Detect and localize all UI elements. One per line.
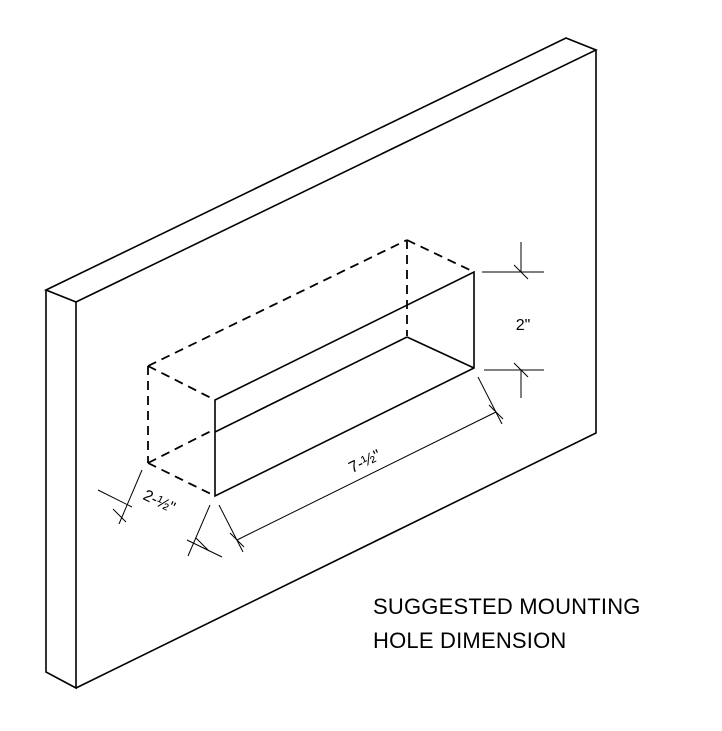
depth-label: 2-½" — [140, 487, 177, 517]
hole-visible-edges — [214, 270, 475, 498]
caption-line-2: HOLE DIMENSION — [373, 628, 567, 653]
wall-side-face — [45, 290, 77, 690]
height-label: 2" — [516, 317, 531, 334]
length-label: 7-½" — [346, 447, 383, 477]
hole-front-face — [214, 270, 475, 498]
wall-top-face — [44, 37, 598, 303]
caption-line-1: SUGGESTED MOUNTING — [373, 594, 641, 619]
length-dimension — [218, 376, 504, 553]
hole-hidden-edges — [147, 239, 475, 497]
caption: SUGGESTED MOUNTING HOLE DIMENSION — [373, 590, 641, 658]
wall-front-face — [75, 50, 597, 689]
wall-panel — [44, 37, 598, 690]
height-dimension — [482, 242, 544, 398]
depth-dimension — [97, 469, 223, 558]
